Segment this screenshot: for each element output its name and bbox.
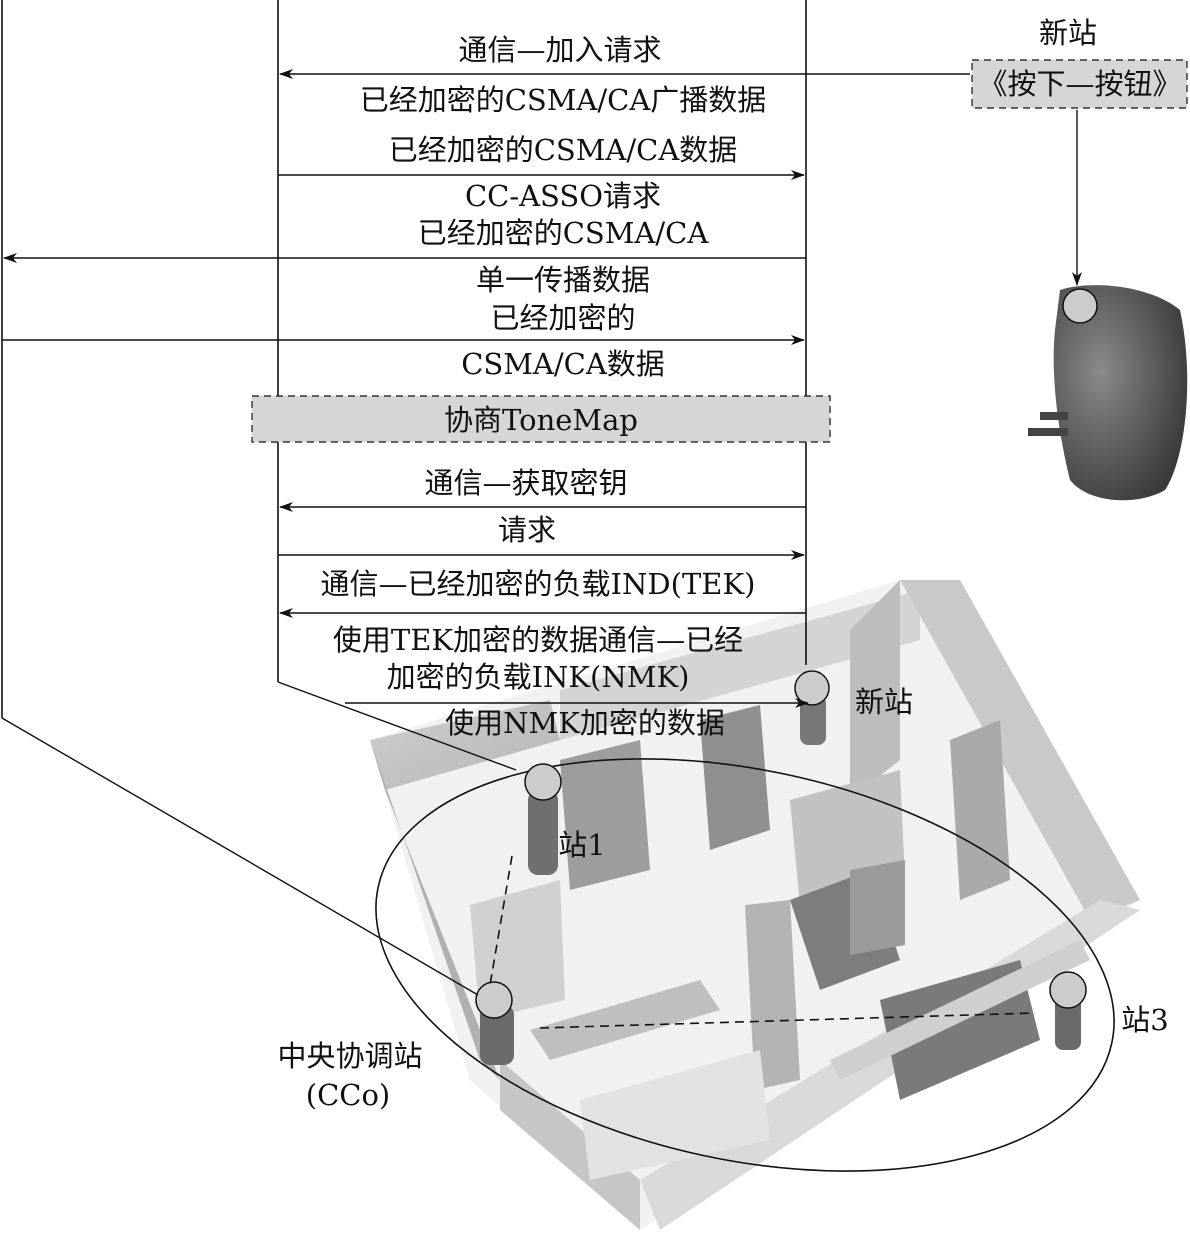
station-device-1 xyxy=(524,763,562,875)
label-cco: 中央协调站 xyxy=(277,1039,422,1073)
msg-cc-asso-request: CC-ASSO请求 xyxy=(465,179,661,213)
network-coverage-ellipse xyxy=(375,758,1115,1172)
link-cco-station1 xyxy=(489,855,513,986)
station-device-3 xyxy=(1049,971,1087,1050)
new-station-title: 新站 xyxy=(1039,16,1097,50)
msg-get-key: 通信—获取密钥 xyxy=(424,466,627,500)
push-button-box xyxy=(971,59,1188,109)
msg-encrypted-csma: 已经加密的CSMA/CA xyxy=(418,216,710,250)
msg-unicast-data: 单一传播数据 xyxy=(476,263,650,297)
msg-tek-payload: 通信—已经加密的负载IND(TEK) xyxy=(321,567,756,601)
label-new-station: 新站 xyxy=(855,685,913,719)
msg-nmk-data: 使用NMK加密的数据 xyxy=(445,706,725,740)
link-cco-station3 xyxy=(539,1012,1036,1029)
msg-encrypted-data: 已经加密的CSMA/CA数据 xyxy=(389,133,738,167)
msg-tek-data-comm: 使用TEK加密的数据通信—已经 xyxy=(333,623,743,657)
connector-station1 xyxy=(277,681,517,771)
plug-adapter-icon xyxy=(1028,285,1188,501)
label-station3: 站3 xyxy=(1121,1003,1168,1037)
station-device-cco xyxy=(475,981,514,1065)
label-station1: 站1 xyxy=(558,828,605,862)
msg-encrypted-broadcast: 已经加密的CSMA/CA广播数据 xyxy=(360,83,767,117)
house-floorplan xyxy=(370,580,1140,1230)
msg-csma-data: CSMA/CA数据 xyxy=(461,347,665,381)
station-device-new xyxy=(794,670,830,745)
msg-encrypted: 已经加密的 xyxy=(490,301,635,335)
msg-join-request: 通信—加入请求 xyxy=(458,33,661,67)
push-button-label: 《按下—按钮》 xyxy=(978,67,1181,101)
negotiate-tonemap-label: 协商ToneMap xyxy=(444,403,638,437)
msg-request: 请求 xyxy=(498,513,556,547)
label-cco-abbr: (CCo) xyxy=(306,1078,390,1112)
connector-cco xyxy=(1,717,479,996)
msg-nmk-payload: 加密的负载INK(NMK) xyxy=(387,660,690,694)
negotiate-tonemap-box xyxy=(251,395,831,443)
